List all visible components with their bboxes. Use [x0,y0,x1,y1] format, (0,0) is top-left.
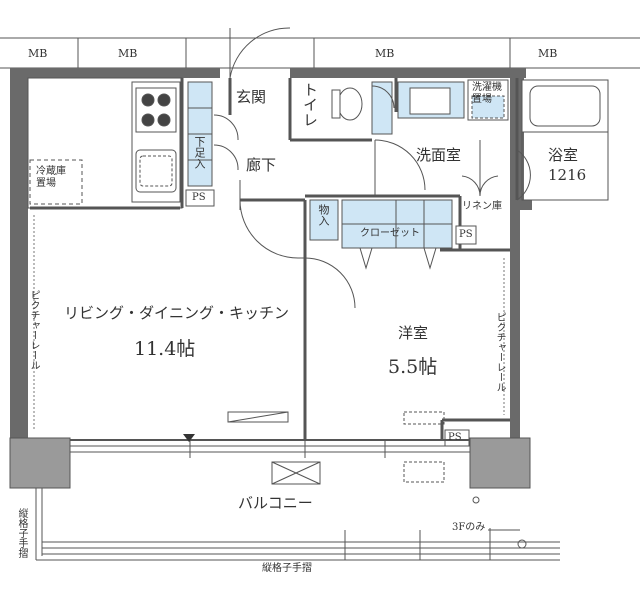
aircon-marks [227,411,445,483]
inner-walls [30,78,519,440]
lattice-handrail-vertical: 縦格子手摺 [16,508,27,558]
mb-label-1: MB [28,47,48,60]
ldk-size: 11.4帖 [134,338,196,360]
ps-label-1: PS [192,192,206,203]
wash-doors [374,139,499,197]
bathtub [516,79,609,201]
entrance-label: 玄関 [236,88,267,106]
third-floor-note: 3Fのみ [452,522,486,533]
toilet-label: トイレ [301,82,319,127]
mb-label-2: MB [118,47,138,60]
linen-label: リネン庫 [462,201,502,212]
washroom-label: 洗面室 [416,146,462,164]
closet-label: クローゼット [360,228,420,239]
ps-boxes [185,189,470,447]
washer-label: 洗濯機 置場 [472,82,502,105]
balcony-rail [35,488,560,561]
window-wall [70,439,470,458]
shoe-box [187,81,213,187]
shoe-box-label: 下足入 [193,136,206,169]
hallway-label: 廊下 [246,156,277,174]
ps-label-3: PS [448,432,462,443]
picture-rail-left: ピクチャーレール [28,290,39,370]
closet [309,199,477,270]
pillar-right [469,437,531,489]
mb-label-3: MB [375,47,395,60]
lattice-handrail-horizontal: 縦格子手摺 [262,563,312,574]
picture-rail-right: ピクチャーレール [494,312,505,392]
kitchen [131,81,181,203]
entrance-door [213,27,291,171]
bath-size: 1216 [548,166,587,184]
western-label: 洋室 [398,324,429,342]
fridge-label: 冷蔵庫 置場 [36,166,66,189]
mb-label-4: MB [538,47,558,60]
entry-arrow [183,434,195,442]
ldk-doors [239,199,356,309]
ps-label-2: PS [459,229,473,240]
storage-label: 物入 [317,204,330,226]
western-size: 5.5帖 [388,356,438,378]
outdoor-unit [271,461,321,485]
toilet [331,81,395,135]
wash-fixtures [397,79,509,121]
ldk-label: リビング・ダイニング・キッチン [64,304,290,322]
fridge-space [29,159,83,205]
balcony-label: バルコニー [238,494,313,512]
bath-label: 浴室 [548,146,579,164]
pillar-left [9,437,71,489]
outer-walls [10,68,532,440]
